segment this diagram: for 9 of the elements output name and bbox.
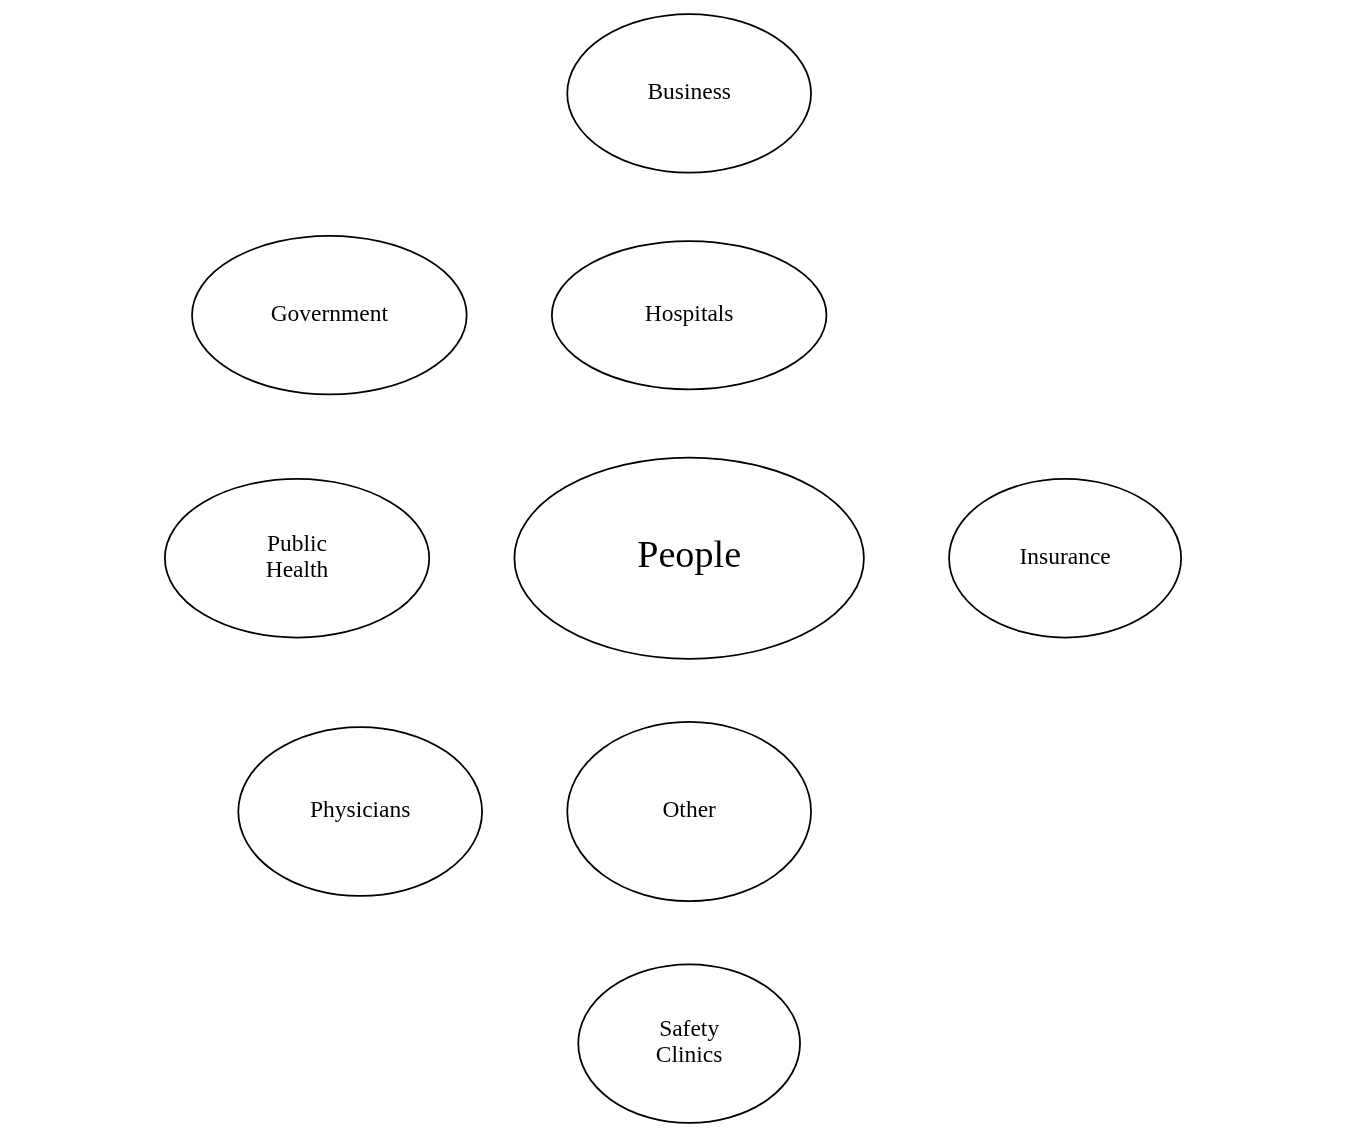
node-ellipse: Safety Clinics (577, 963, 801, 1124)
node-ellipse: Public Health (164, 478, 431, 639)
node-ellipse: Physicians (237, 726, 483, 897)
node-ellipse: Insurance (948, 478, 1182, 639)
node-ellipse: Government (191, 235, 468, 396)
node-ellipse: Business (566, 13, 812, 174)
node-ellipse: Other (566, 721, 812, 902)
node-ellipse: People (513, 456, 865, 660)
node-ellipse: Hospitals (550, 240, 828, 391)
